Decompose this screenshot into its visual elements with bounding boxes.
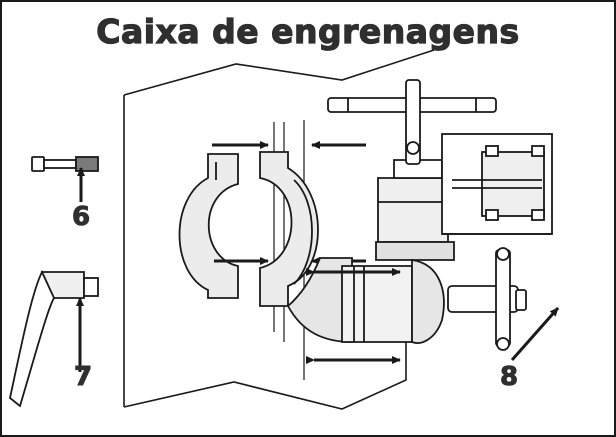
side-knob: [447, 247, 527, 351]
label-part-6: 6: [71, 202, 91, 233]
arrow-icon: [510, 307, 560, 361]
workpiece-outline: [123, 49, 435, 410]
clamp-lever-icon: [9, 269, 99, 408]
adapter-body: [286, 257, 413, 343]
gearbox-housing: [375, 159, 455, 344]
split-ring-clamp: [178, 151, 319, 307]
t-handle: [327, 79, 497, 165]
bolt-icon: [31, 156, 99, 202]
label-part-8: 8: [499, 362, 519, 393]
motor-box: [441, 133, 553, 235]
width-arrows: [306, 268, 401, 364]
diagram-title: Caixa de engrenagens: [96, 11, 520, 51]
label-part-7: 7: [73, 362, 93, 393]
